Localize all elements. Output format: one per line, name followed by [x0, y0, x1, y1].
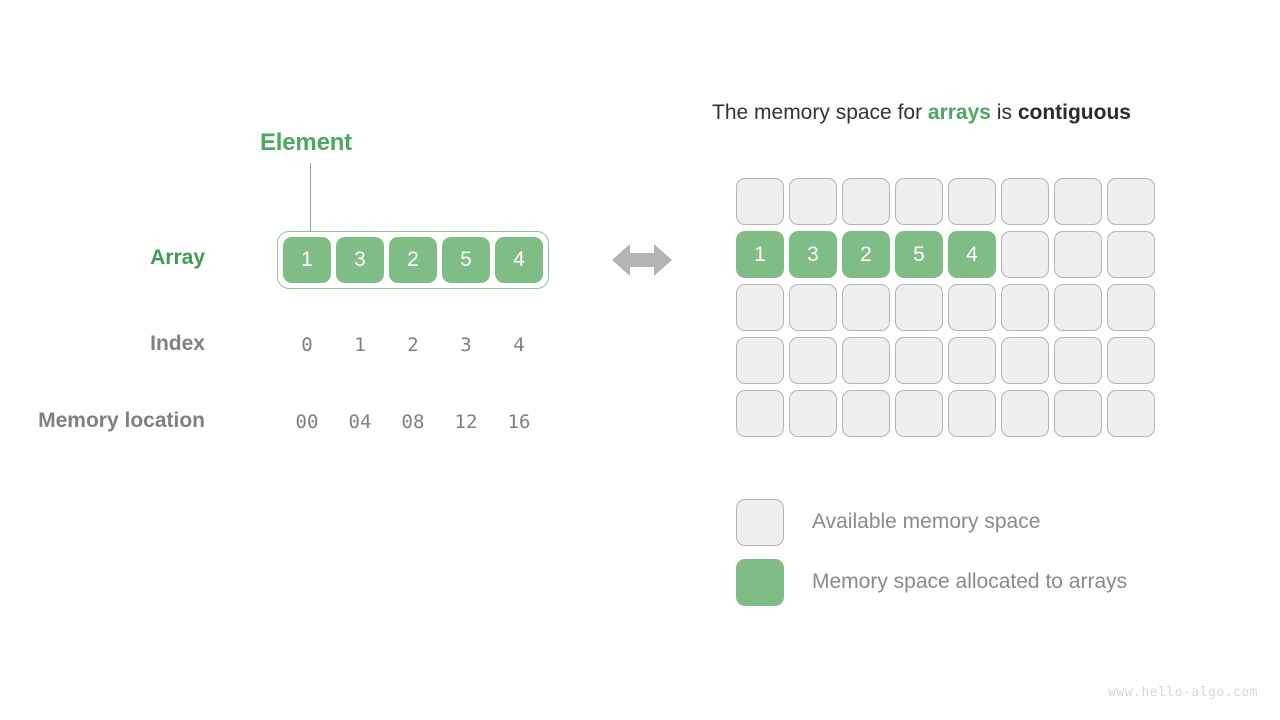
memory-grid-cell-empty: [1054, 231, 1102, 278]
index-value: 4: [513, 334, 525, 356]
memory-value: 12: [454, 411, 478, 433]
memory-grid-cell-empty: [842, 390, 890, 437]
memory-grid-cell-empty: [895, 337, 943, 384]
memory-grid-cell-empty: [895, 284, 943, 331]
panel-title: The memory space for arrays is contiguou…: [712, 101, 1131, 125]
memory-grid-cell-empty: [1054, 390, 1102, 437]
memory-grid-cell-empty: [1054, 337, 1102, 384]
memory-grid-cell-empty: [842, 337, 890, 384]
index-value: 2: [407, 334, 419, 356]
memory-grid-cell-empty: [736, 284, 784, 331]
legend-label: Available memory space: [812, 510, 1041, 533]
memory-location-row-label: Memory location: [38, 409, 205, 432]
element-callout-label: Element: [260, 129, 352, 156]
panel-title-part2: is: [990, 101, 1018, 124]
array-cell: 4: [495, 237, 543, 283]
memory-grid-cell-empty: [895, 390, 943, 437]
element-connector-line: [310, 163, 311, 236]
array-cell-list: 1 3 2 5 4: [283, 237, 543, 283]
memory-grid-cell-empty: [1107, 337, 1155, 384]
memory-grid-cell-empty: [1107, 231, 1155, 278]
memory-grid-cell-empty: [1054, 284, 1102, 331]
memory-grid-cell-empty: [789, 284, 837, 331]
memory-grid-cell-empty: [948, 337, 996, 384]
memory-grid-cell-empty: [1107, 284, 1155, 331]
memory-grid-cell-filled: 4: [948, 231, 996, 278]
memory-grid-cell-empty: [948, 390, 996, 437]
memory-grid-cell-empty: [789, 337, 837, 384]
memory-grid-cell-empty: [895, 178, 943, 225]
memory-grid-cell-empty: [842, 178, 890, 225]
memory-grid-cell-empty: [736, 390, 784, 437]
memory-grid-cell-empty: [948, 178, 996, 225]
panel-title-bold: contiguous: [1017, 101, 1131, 124]
memory-grid-cell-empty: [789, 390, 837, 437]
memory-grid-cell-empty: [1001, 231, 1049, 278]
double-arrow-icon: [612, 240, 672, 280]
array-cell: 3: [336, 237, 384, 283]
memory-value-list: 00 04 08 12 16: [283, 411, 543, 433]
array-cell: 1: [283, 237, 331, 283]
memory-grid-cell-filled: 5: [895, 231, 943, 278]
memory-grid-cell-empty: [789, 178, 837, 225]
memory-grid-cell-empty: [1001, 337, 1049, 384]
memory-grid-cell-empty: [736, 178, 784, 225]
array-cell: 5: [442, 237, 490, 283]
legend-label: Memory space allocated to arrays: [812, 570, 1128, 593]
legend-row: Memory space allocated to arrays: [736, 552, 1127, 612]
index-row-label: Index: [150, 332, 205, 355]
memory-space-panel: The memory space for arrays is contiguou…: [700, 0, 1280, 720]
legend-swatch-allocated: [736, 558, 784, 606]
memory-value: 00: [295, 411, 319, 433]
array-structure-panel: Element Array 1 3 2 5 4 Index 0 1 2 3 4 …: [0, 0, 600, 720]
memory-grid-cell-filled: 3: [789, 231, 837, 278]
array-cell: 2: [389, 237, 437, 283]
legend: Available memory space Memory space allo…: [736, 492, 1127, 612]
memory-grid-cell-empty: [1107, 390, 1155, 437]
index-value: 1: [354, 334, 366, 356]
memory-grid-cell-empty: [948, 284, 996, 331]
memory-grid-cell-empty: [1001, 390, 1049, 437]
panel-title-highlight: arrays: [927, 101, 991, 124]
index-value: 0: [301, 334, 313, 356]
memory-grid-cell-empty: [842, 284, 890, 331]
memory-grid-cell-empty: [736, 337, 784, 384]
memory-value: 16: [507, 411, 531, 433]
memory-grid-cell-empty: [1001, 284, 1049, 331]
index-value-list: 0 1 2 3 4: [283, 334, 543, 356]
memory-value: 08: [401, 411, 425, 433]
memory-grid-cell-empty: [1001, 178, 1049, 225]
panel-title-part1: The memory space for: [712, 101, 928, 124]
memory-value: 04: [348, 411, 372, 433]
index-value: 3: [460, 334, 472, 356]
memory-grid-cell-filled: 1: [736, 231, 784, 278]
memory-grid-cell-empty: [1107, 178, 1155, 225]
legend-row: Available memory space: [736, 492, 1127, 552]
legend-swatch-available: [736, 498, 784, 546]
array-row-label: Array: [150, 246, 205, 269]
watermark: www.hello-algo.com: [1108, 685, 1258, 700]
memory-grid-cell-filled: 2: [842, 231, 890, 278]
memory-grid-cell-empty: [1054, 178, 1102, 225]
